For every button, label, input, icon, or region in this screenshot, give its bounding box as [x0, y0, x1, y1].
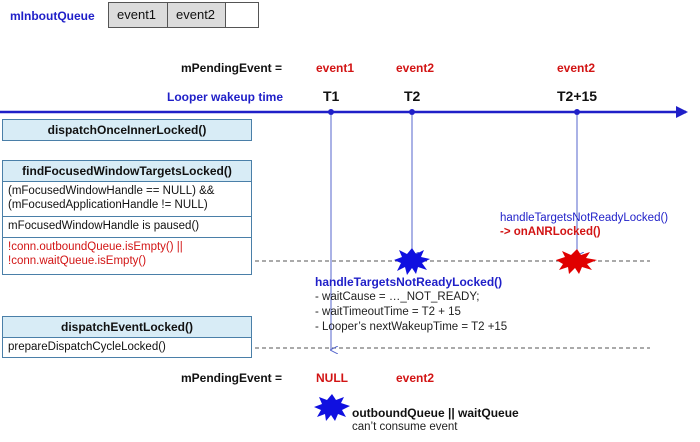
axis-dot-t1: [328, 109, 334, 115]
pending-event-t2-15: event2: [557, 61, 596, 75]
condition-queues-not-empty: !conn.outboundQueue.isEmpty() || !conn.w…: [3, 237, 251, 274]
pending-event-null: NULL: [316, 371, 348, 385]
pending-event-label-bottom: mPendingEvent =: [181, 371, 283, 385]
not-ready-note-line-1: - waitCause = …_NOT_READY;: [315, 291, 480, 303]
queue-item-event1: event1: [109, 3, 168, 27]
dispatch-once-inner-title: dispatchOnceInnerLocked(): [3, 120, 251, 140]
condition-focus-handle-null: (mFocusedWindowHandle == NULL) && (mFocu…: [3, 181, 251, 216]
queue-item-event2: event2: [168, 3, 226, 27]
not-ready-note-title: handleTargetsNotReadyLocked(): [315, 275, 503, 289]
prepare-dispatch-cycle-row: prepareDispatchCycleLocked(): [3, 337, 251, 357]
pending-event-t1: event1: [316, 61, 355, 75]
pending-event-label-top: mPendingEvent =: [181, 61, 283, 75]
inbound-queue: event1 event2: [108, 2, 259, 28]
legend-burst-icon: [314, 394, 350, 421]
not-ready-note-line-3: - Looper’s nextWakeupTime = T2 +15: [315, 321, 508, 333]
time-t2: T2: [404, 88, 421, 104]
dispatch-once-inner-box: dispatchOnceInnerLocked(): [2, 119, 252, 141]
dispatch-event-title: dispatchEventLocked(): [3, 317, 251, 337]
find-focused-window-box: findFocusedWindowTargetsLocked() (mFocus…: [2, 160, 252, 275]
axis-dot-t2-15: [574, 109, 580, 115]
time-t2-15: T2+15: [557, 88, 598, 104]
queue-empty-slot: [226, 3, 258, 27]
queue-label: mInboutQueue: [10, 9, 95, 23]
axis-dot-t2: [409, 109, 415, 115]
not-ready-note-line-2: - waitTimeoutTime = T2 + 15: [315, 306, 461, 318]
looper-wakeup-label: Looper wakeup time: [167, 90, 284, 104]
time-t1: T1: [323, 88, 340, 104]
pending-event-bottom-event2: event2: [396, 371, 435, 385]
legend-subtitle: can’t consume event: [352, 421, 458, 433]
red-burst-t2-15: [556, 249, 597, 274]
anr-note-handle: handleTargetsNotReadyLocked(): [500, 212, 669, 224]
blue-burst-t2: [394, 248, 430, 275]
condition-window-paused: mFocusedWindowHandle is paused(): [3, 216, 251, 237]
dispatch-event-box: dispatchEventLocked() prepareDispatchCyc…: [2, 316, 252, 358]
find-focused-window-title: findFocusedWindowTargetsLocked(): [3, 161, 251, 181]
anr-note-on-anr: -> onANRLocked(): [500, 226, 601, 238]
pending-event-t2: event2: [396, 61, 435, 75]
legend-title: outboundQueue || waitQueue: [352, 406, 519, 420]
